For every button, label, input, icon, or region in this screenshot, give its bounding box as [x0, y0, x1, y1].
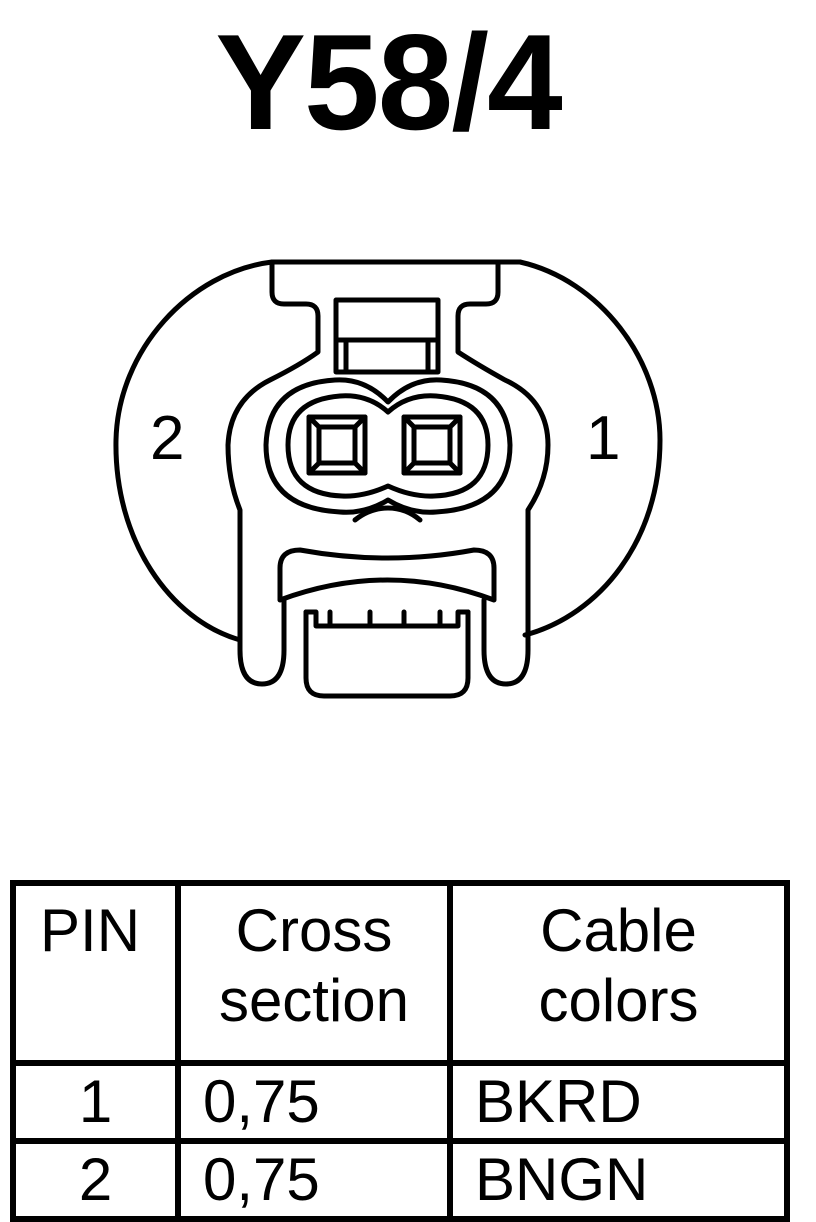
- pin-2-socket: [306, 414, 368, 476]
- cell-cable-colors: BKRD: [447, 1060, 790, 1144]
- pin-assignment-table: PIN Cross section Cable colors 1 0,75 BK…: [10, 880, 790, 1222]
- pin-2-label: 2: [150, 404, 185, 473]
- cell-pin: 1: [10, 1060, 181, 1144]
- pin-1-label: 1: [586, 404, 621, 473]
- connector-key: [333, 297, 441, 375]
- table-header-row: PIN Cross section Cable colors: [10, 880, 790, 1066]
- cell-cross-section: 0,75: [175, 1060, 453, 1144]
- terminal-cavity-outer: [263, 377, 513, 515]
- table-row: 2 0,75 BNGN: [10, 1138, 790, 1222]
- pin-1-socket: [401, 414, 463, 476]
- connector-top-latch: [225, 259, 551, 687]
- cell-pin: 2: [10, 1138, 181, 1222]
- connector-diagram: [113, 259, 663, 699]
- table-row: 1 0,75 BKRD: [10, 1060, 790, 1144]
- header-cable-colors: Cable colors: [447, 880, 790, 1066]
- header-cross-section: Cross section: [175, 880, 453, 1066]
- terminal-cavity-inner: [285, 393, 491, 499]
- connector-bottom-block: [303, 609, 471, 699]
- cell-cross-section: 0,75: [175, 1138, 453, 1222]
- connector-lower-latch: [277, 547, 497, 603]
- cell-cable-colors: BNGN: [447, 1138, 790, 1222]
- connector-housing-outline: [113, 259, 663, 643]
- header-pin: PIN: [10, 880, 181, 1066]
- connector-title: Y58/4: [215, 6, 562, 158]
